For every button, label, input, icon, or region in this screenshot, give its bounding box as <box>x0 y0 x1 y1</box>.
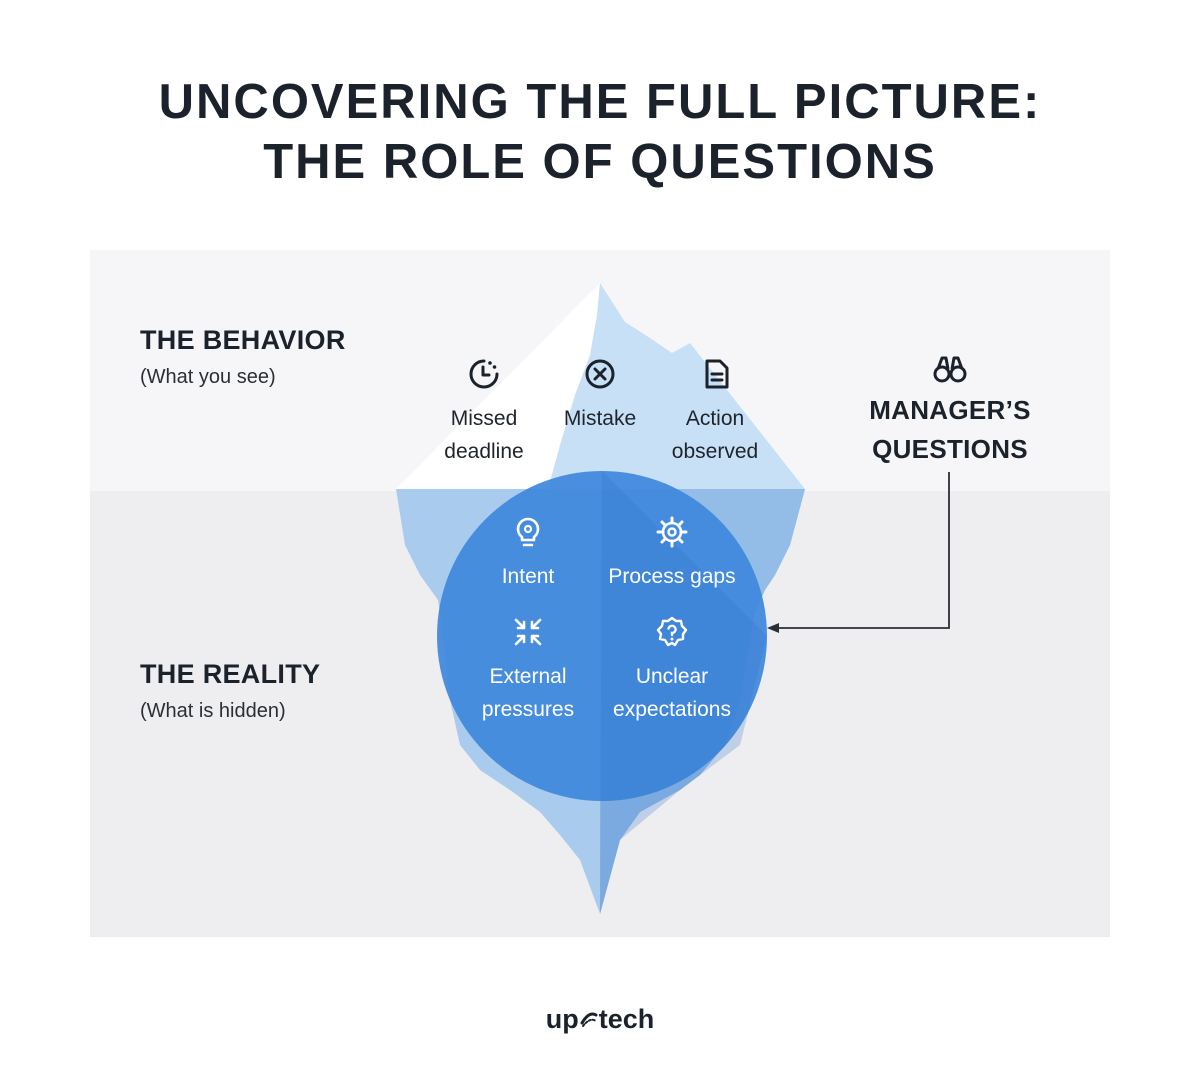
manager-line1: MANAGER’S <box>869 395 1031 425</box>
reality-item-process-gaps: Process gaps <box>587 560 757 593</box>
item-label-line1: Mistake <box>563 407 637 430</box>
item-label-line2: deadline <box>444 440 524 463</box>
behavior-item-action-observed: Action observed <box>640 402 790 468</box>
gear-icon <box>656 516 688 548</box>
item-label-line1: Action <box>685 407 745 430</box>
x-circle-icon <box>585 359 615 389</box>
item-label-line1: Unclear <box>635 665 709 688</box>
iceberg-tip-right-face <box>548 283 805 489</box>
reality-circle <box>437 471 767 801</box>
item-label-line2: pressures <box>481 698 575 721</box>
title-line-1: UNCOVERING THE FULL PICTURE: <box>158 75 1042 129</box>
question-badge-icon <box>656 616 688 647</box>
title-line-2: THE ROLE OF QUESTIONS <box>263 135 937 189</box>
item-label-line1: Missed <box>450 407 518 430</box>
behavior-item-mistake: Mistake <box>530 402 670 435</box>
document-icon <box>705 359 729 389</box>
item-label-line1: External <box>489 665 567 688</box>
behavior-heading: THE BEHAVIOR <box>140 325 346 355</box>
circle-facet <box>600 471 767 914</box>
reality-subheading: (What is hidden) <box>140 700 286 722</box>
reality-item-external-pressures: External pressures <box>448 660 608 726</box>
behavior-subheading: (What you see) <box>140 366 276 388</box>
behavior-item-missed-deadline: Missed deadline <box>404 402 564 468</box>
manager-connector-arrowhead <box>767 623 779 633</box>
lightbulb-icon <box>516 517 540 547</box>
logo-mark-icon <box>580 1012 598 1027</box>
item-label-line1: Process gaps <box>608 565 736 588</box>
manager-questions-label: MANAGER’S QUESTIONS <box>835 391 1065 469</box>
manager-line2: QUESTIONS <box>872 434 1028 464</box>
page-title: UNCOVERING THE FULL PICTURE: THE ROLE OF… <box>0 72 1200 192</box>
item-label-line2: expectations <box>613 698 731 721</box>
reality-item-unclear-expectations: Unclear expectations <box>587 660 757 726</box>
item-label-line1: Intent <box>501 565 555 588</box>
item-label-line2: observed <box>671 440 759 463</box>
reality-item-intent: Intent <box>458 560 598 593</box>
logo-left: up <box>545 1004 579 1034</box>
binoculars-icon <box>933 356 967 383</box>
reality-heading: THE REALITY <box>140 659 321 689</box>
logo-right: tech <box>598 1004 655 1034</box>
clock-icon <box>469 359 499 389</box>
iceberg-tip-left-face <box>396 283 600 489</box>
manager-connector-line <box>775 472 950 629</box>
compress-arrows-icon <box>514 618 542 646</box>
